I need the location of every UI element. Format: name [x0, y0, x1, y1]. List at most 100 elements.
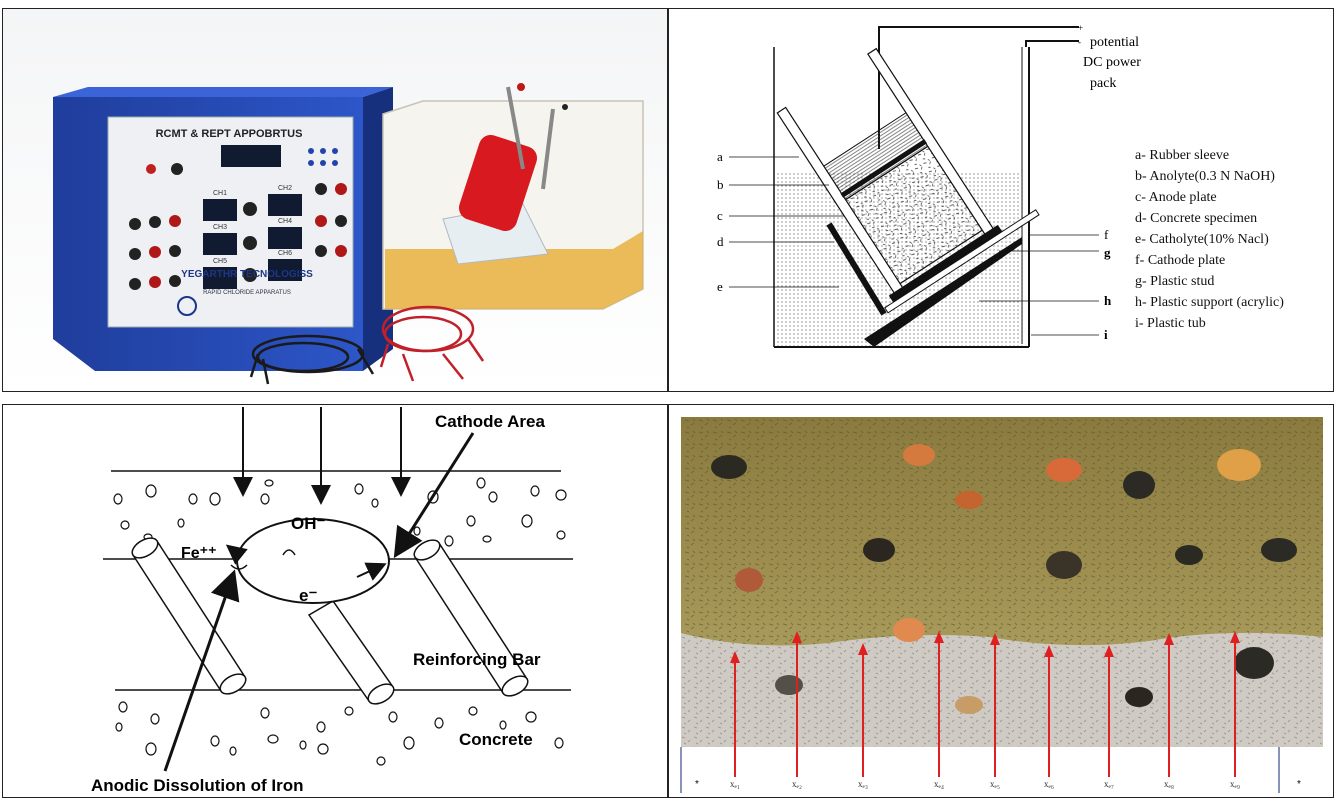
depth-label: xₑ₂ — [792, 779, 802, 789]
cathode-area-label: Cathode Area — [435, 412, 545, 431]
rcmt-schematic: a b c d e f g h i + - potential DC power… — [717, 23, 1284, 348]
depth-label: xₑ₄ — [934, 779, 944, 789]
control-knobs — [243, 202, 257, 282]
depth-label: xₑ₉ — [1230, 779, 1240, 789]
callout-e: e — [717, 279, 723, 294]
oxygen-arrows — [233, 407, 411, 505]
ch-label: CH5 — [213, 258, 227, 265]
specimen-sleeve — [458, 135, 538, 231]
callout-c: c — [717, 208, 723, 223]
callout-i: i — [1104, 327, 1108, 342]
callout-f: f — [1104, 227, 1109, 242]
rcmt-schematic-panel: a b c d e f g h i + - potential DC power… — [668, 8, 1334, 392]
schematic-legend: a- Rubber sleeve b- Anolyte(0.3 N NaOH) … — [1135, 148, 1284, 331]
cathode-terminal — [562, 104, 568, 110]
corrosion-diagram: Cathode Area OH⁻ Fe⁺⁺ e⁻ Reinforcing Bar… — [91, 407, 573, 795]
indicator-leds — [308, 148, 338, 166]
edge-mark-left: * — [695, 779, 699, 790]
legend-item: g- Plastic stud — [1135, 274, 1214, 289]
hydroxide-label: OH⁻ — [291, 514, 326, 533]
anode-terminal — [517, 83, 525, 91]
penetration-photo-panel: * * xₑ₁ xₑ₂ xₑ₃ xₑ₄ xₑ₅ xₑ₆ xₑ₇ xₑ₈ xₑ₉ — [668, 404, 1334, 798]
reinforcing-bars — [131, 537, 529, 705]
depth-label: xₑ₅ — [990, 779, 1000, 789]
black-cables — [249, 334, 375, 385]
penetration-arrow-head — [934, 631, 944, 643]
depth-label: xₑ₁ — [730, 779, 740, 789]
power-wire-anode — [878, 26, 1079, 149]
penetration-arrow-head — [792, 631, 802, 643]
legend-item: h- Plastic support (acrylic) — [1135, 295, 1284, 310]
depth-label: xₑ₃ — [858, 779, 868, 789]
power-indicator — [146, 164, 156, 174]
depth-label: xₑ₈ — [1164, 779, 1174, 789]
coarse-aggregates — [711, 444, 1297, 714]
penetration-arrows — [730, 631, 1240, 777]
electron-arrow — [356, 562, 387, 581]
callout-b: b — [717, 177, 724, 192]
terminal-minus: - — [1078, 37, 1081, 47]
apparatus-illustration: RCMT & REPT APPOBRTUS CH1 CH2 CH3 CH4 CH… — [3, 9, 667, 391]
callout-a: a — [717, 149, 723, 164]
rebar-left — [131, 537, 247, 695]
callout-lines — [729, 156, 1099, 336]
legend-item: i- Plastic tub — [1135, 316, 1206, 331]
power-wire-cathode — [1025, 40, 1079, 47]
depth-label: xₑ₇ — [1104, 779, 1114, 789]
loop-notch — [282, 549, 296, 556]
penetration-arrow-head — [858, 643, 868, 655]
penetration-photo: * * xₑ₁ xₑ₂ xₑ₃ xₑ₄ xₑ₅ xₑ₆ xₑ₇ xₑ₈ xₑ₉ — [680, 417, 1323, 793]
box-top — [53, 87, 393, 97]
cathode-plate — [888, 224, 1003, 303]
penetration-arrow-head — [1044, 645, 1054, 657]
terminal-sockets-right — [315, 183, 347, 257]
anodic-arrow — [163, 569, 240, 772]
power-label-2: DC power — [1083, 55, 1141, 70]
anode-rod — [506, 86, 525, 170]
rebar-right — [413, 539, 529, 697]
ch-label: CH2 — [278, 185, 292, 192]
iron-arrow — [225, 544, 248, 565]
power-switch — [171, 163, 183, 175]
anodic-dissolution-label: Anodic Dissolution of Iron — [91, 776, 303, 795]
rebar-middle — [307, 600, 395, 705]
edge-mark-right: * — [1297, 779, 1301, 790]
legend-item: e- Catholyte(10% Nacl) — [1135, 232, 1269, 247]
anode-pit — [230, 564, 248, 570]
legend-item: f- Cathode plate — [1135, 253, 1225, 268]
penetration-arrow-head — [1230, 631, 1240, 643]
legend-item: a- Rubber sleeve — [1135, 148, 1229, 163]
concrete-label: Concrete — [459, 730, 533, 749]
brand-text: YEGARTHR TECNOLOGISS — [181, 269, 313, 280]
power-label-3: pack — [1090, 76, 1116, 91]
corrosion-diagram-panel: Cathode Area OH⁻ Fe⁺⁺ e⁻ Reinforcing Bar… — [2, 404, 668, 798]
ch-label: CH1 — [213, 190, 227, 197]
panel-title: RCMT & REPT APPOBRTUS — [156, 128, 303, 140]
main-display — [221, 145, 281, 167]
reinforcing-bar-label: Reinforcing Bar — [413, 650, 541, 669]
iron-ion-label: Fe⁺⁺ — [181, 545, 217, 562]
penetration-arrow-head — [730, 651, 740, 663]
ch-label: CH6 — [278, 250, 292, 257]
power-label-1: potential — [1090, 35, 1139, 50]
apparatus-photo-panel: RCMT & REPT APPOBRTUS CH1 CH2 CH3 CH4 CH… — [2, 8, 668, 392]
legend-item: d- Concrete specimen — [1135, 211, 1257, 226]
cathode-rod — [541, 108, 555, 190]
anode-plate — [840, 139, 927, 198]
callout-h: h — [1104, 293, 1112, 308]
brand-logo-icon — [177, 296, 197, 316]
penetration-depth-labels: xₑ₁ xₑ₂ xₑ₃ xₑ₄ xₑ₅ xₑ₆ xₑ₇ xₑ₈ xₑ₉ — [730, 779, 1240, 789]
penetration-arrow-head — [990, 633, 1000, 645]
penetration-arrow-head — [1164, 633, 1174, 645]
legend-item: b- Anolyte(0.3 N NaOH) — [1135, 169, 1275, 184]
ch-label: CH3 — [213, 224, 227, 231]
callout-g: g — [1104, 245, 1111, 260]
depth-label: xₑ₆ — [1044, 779, 1054, 789]
callout-d: d — [717, 234, 724, 249]
plastic-stud — [884, 209, 1040, 314]
aggregate-particles — [113, 477, 567, 766]
scale-strip — [681, 747, 1323, 793]
penetration-arrow-head — [1104, 645, 1114, 657]
cathode-thick-plate — [826, 222, 887, 316]
legend-item: c- Anode plate — [1135, 190, 1217, 205]
